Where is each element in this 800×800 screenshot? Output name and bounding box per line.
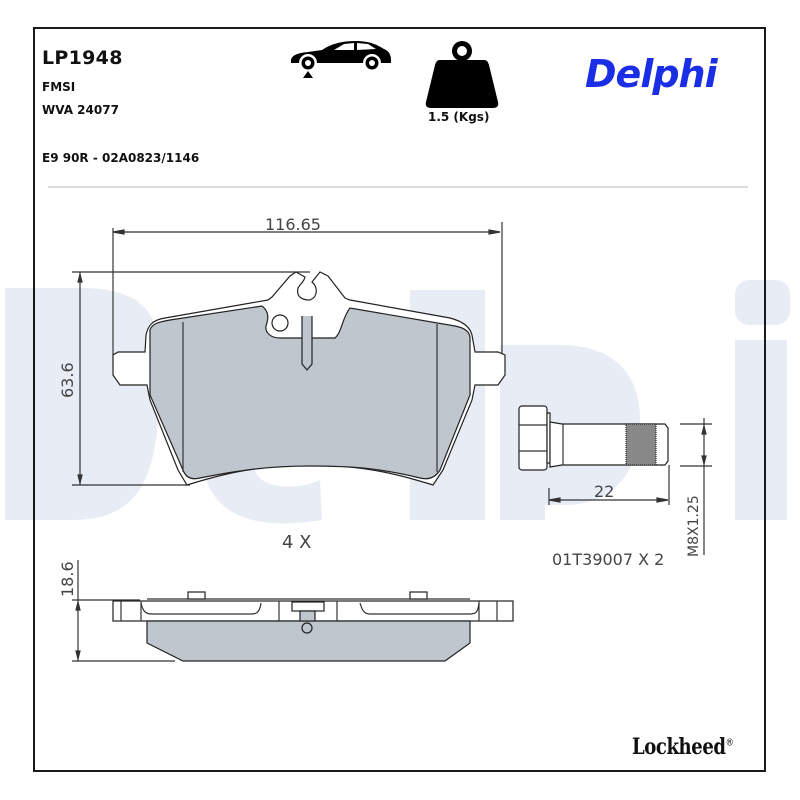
quantity-label: 4 X bbox=[282, 532, 312, 553]
lockheed-text: Lockheed bbox=[632, 734, 726, 760]
pad-height-dim: 63.6 bbox=[58, 362, 77, 398]
car-front-axle-icon bbox=[291, 41, 391, 78]
bolt-part-number: 01T39007 X 2 bbox=[552, 550, 664, 569]
lockheed-logo: Lockheed® bbox=[632, 734, 734, 760]
weight-value: 1.5 (Kgs) bbox=[428, 110, 490, 124]
fmsi-label: FMSI bbox=[42, 80, 76, 94]
header-divider bbox=[48, 186, 748, 188]
delphi-logo: Delphi bbox=[585, 52, 718, 96]
bolt-thread-dim: M8X1.25 bbox=[686, 495, 702, 557]
bolt-length-dim: 22 bbox=[594, 482, 614, 501]
registered-mark: ® bbox=[725, 737, 734, 749]
spec-sheet-frame bbox=[33, 27, 766, 772]
wva-number: WVA 24077 bbox=[42, 103, 119, 117]
weight-icon bbox=[425, 41, 499, 108]
part-number: LP1948 bbox=[42, 47, 123, 69]
ece-approval: E9 90R - 02A0823/1146 bbox=[42, 151, 200, 165]
pad-thickness-dim: 18.6 bbox=[58, 561, 77, 597]
pad-width-dim: 116.65 bbox=[265, 215, 321, 234]
